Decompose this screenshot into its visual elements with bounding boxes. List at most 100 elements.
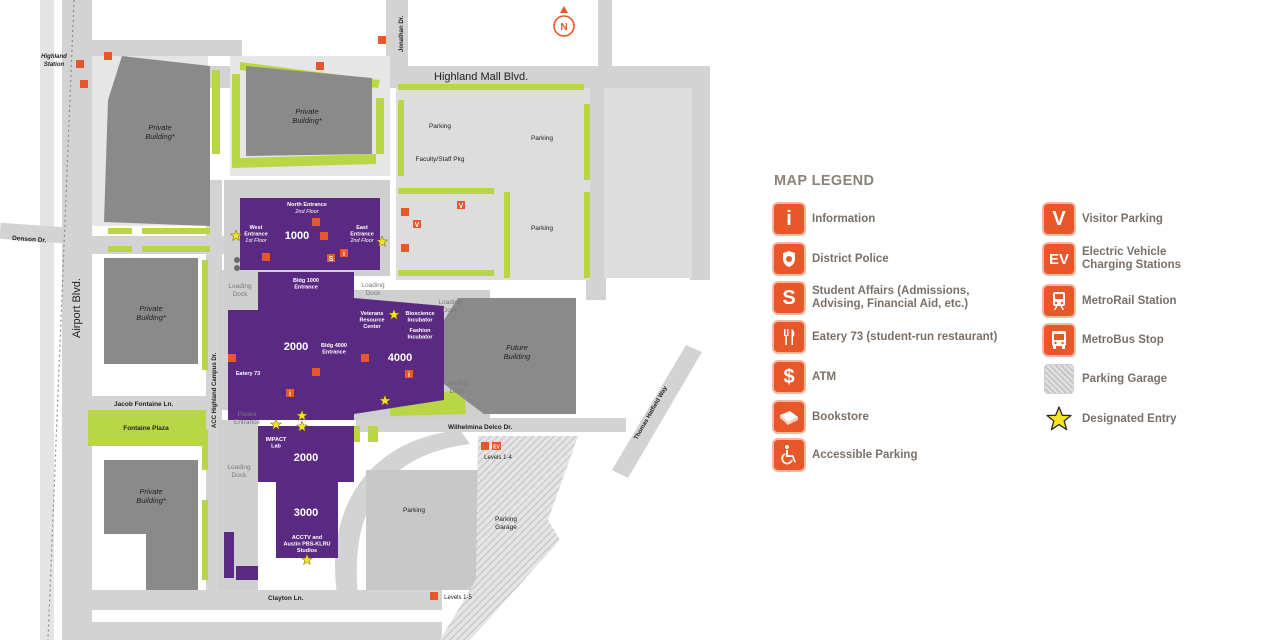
info-icon: i [774, 204, 804, 234]
legend-label: Eatery 73 (student-run restaurant) [812, 330, 998, 343]
lot-right-middle [396, 188, 590, 280]
label-levels-1-4: Levels 1-4 [484, 455, 512, 461]
green-strip-11 [142, 228, 210, 234]
star-icon [300, 553, 314, 566]
label-building-3000: 3000 [294, 507, 318, 519]
green-strip-2 [376, 98, 384, 154]
legend-item-information: i Information [774, 204, 875, 234]
lot-top-right [396, 88, 590, 188]
label-parking-1: Parking [429, 123, 451, 130]
legend-label: District Police [812, 252, 889, 265]
building-small-2 [236, 566, 258, 580]
campus-map: S i i i V V EV N Highland Mall Bl [0, 0, 710, 640]
info-icon: i [340, 249, 348, 258]
student-affairs-icon: S [327, 254, 335, 263]
star-icon [1044, 404, 1074, 434]
legend-label: Information [812, 212, 876, 225]
green-strip-15 [202, 430, 208, 470]
private-buildings [104, 56, 576, 590]
legend-item-eatery: Eatery 73 (student-run restaurant) [774, 322, 997, 352]
star-icon [295, 420, 309, 433]
street-clayton: Clayton Ln. [268, 595, 304, 602]
svg-text:EV: EV [493, 445, 500, 451]
lot-right-edge [604, 88, 692, 278]
metrobus-icon [104, 52, 112, 60]
green-strip-9 [584, 192, 590, 278]
label-building-4000: 4000 [388, 352, 412, 364]
label-building-2000: 2000 [284, 341, 308, 353]
jacob-road [92, 396, 222, 410]
legend-label: Parking Garage [1082, 372, 1168, 385]
fork-knife-icon [774, 322, 804, 352]
private-building-4 [104, 460, 198, 590]
street-denson: Denson Dr. [12, 235, 47, 244]
star-icon [387, 308, 401, 321]
street-jacob-fontaine: Jacob Fontaine Ln. [114, 401, 173, 408]
svg-text:i: i [343, 251, 345, 258]
green-strip-7 [398, 270, 494, 276]
green-strip-3 [398, 84, 584, 90]
legend-label: Accessible Parking [812, 448, 918, 461]
star-icon [375, 235, 389, 248]
star-icon [295, 409, 309, 422]
wheelchair-icon [401, 244, 409, 252]
compass-arrow-icon [560, 6, 568, 13]
green-strip-13 [142, 246, 210, 252]
denson-road [0, 222, 93, 246]
label-parking-4: Parking [403, 507, 425, 514]
legend-label: Electric Vehicle Charging Stations [1082, 246, 1182, 271]
wheelchair-icon [481, 442, 489, 450]
fontaine-plaza-green [88, 410, 206, 446]
wilhelmina-road [356, 418, 626, 432]
book-icon [361, 354, 369, 362]
star-icon [269, 418, 283, 431]
building-4000 [354, 298, 444, 414]
thomas-hatfield-road [612, 345, 702, 478]
future-building [444, 298, 576, 414]
police-badge-icon [312, 218, 320, 226]
map-facility-icons: S i i i V V EV [76, 36, 501, 600]
police-badge-icon [774, 244, 804, 274]
label-building-1000: 1000 [285, 230, 309, 242]
legend-item-metrobus: MetroBus Stop [1044, 325, 1164, 355]
svg-text:S: S [329, 256, 334, 263]
street-highland-mall: Highland Mall Blvd. [434, 71, 528, 83]
green-strip-14 [202, 260, 208, 370]
visitor-parking-icon: V [457, 201, 465, 210]
legend-item-atm: $ ATM [774, 362, 836, 392]
svg-text:i: i [289, 391, 291, 398]
label-parking-2: Parking [531, 135, 553, 142]
label-building-2000-south: 2000 [294, 452, 318, 464]
compass-ring [553, 15, 575, 37]
top-left-road [92, 40, 242, 56]
legend-label: Student Affairs (Admissions, Advising, F… [812, 285, 970, 310]
label-eatery: Eatery 73 [236, 371, 260, 377]
label-parking-3: Parking [531, 225, 553, 232]
right-vertical-road [586, 80, 606, 300]
visitor-parking-icon: V [1044, 204, 1074, 234]
private-building-2 [246, 66, 372, 156]
star-icon [229, 229, 243, 242]
green-strip-16 [202, 500, 208, 580]
green-strip-1 [212, 70, 220, 154]
svg-text:i: i [408, 372, 410, 379]
building-2000 [228, 272, 354, 420]
street-jonathan: Jonathan Dr. [399, 15, 405, 52]
fork-knife-icon [320, 232, 328, 240]
student-affairs-icon: S [774, 283, 804, 313]
green-strip-8 [504, 192, 510, 278]
metrobus-icon [378, 36, 386, 44]
